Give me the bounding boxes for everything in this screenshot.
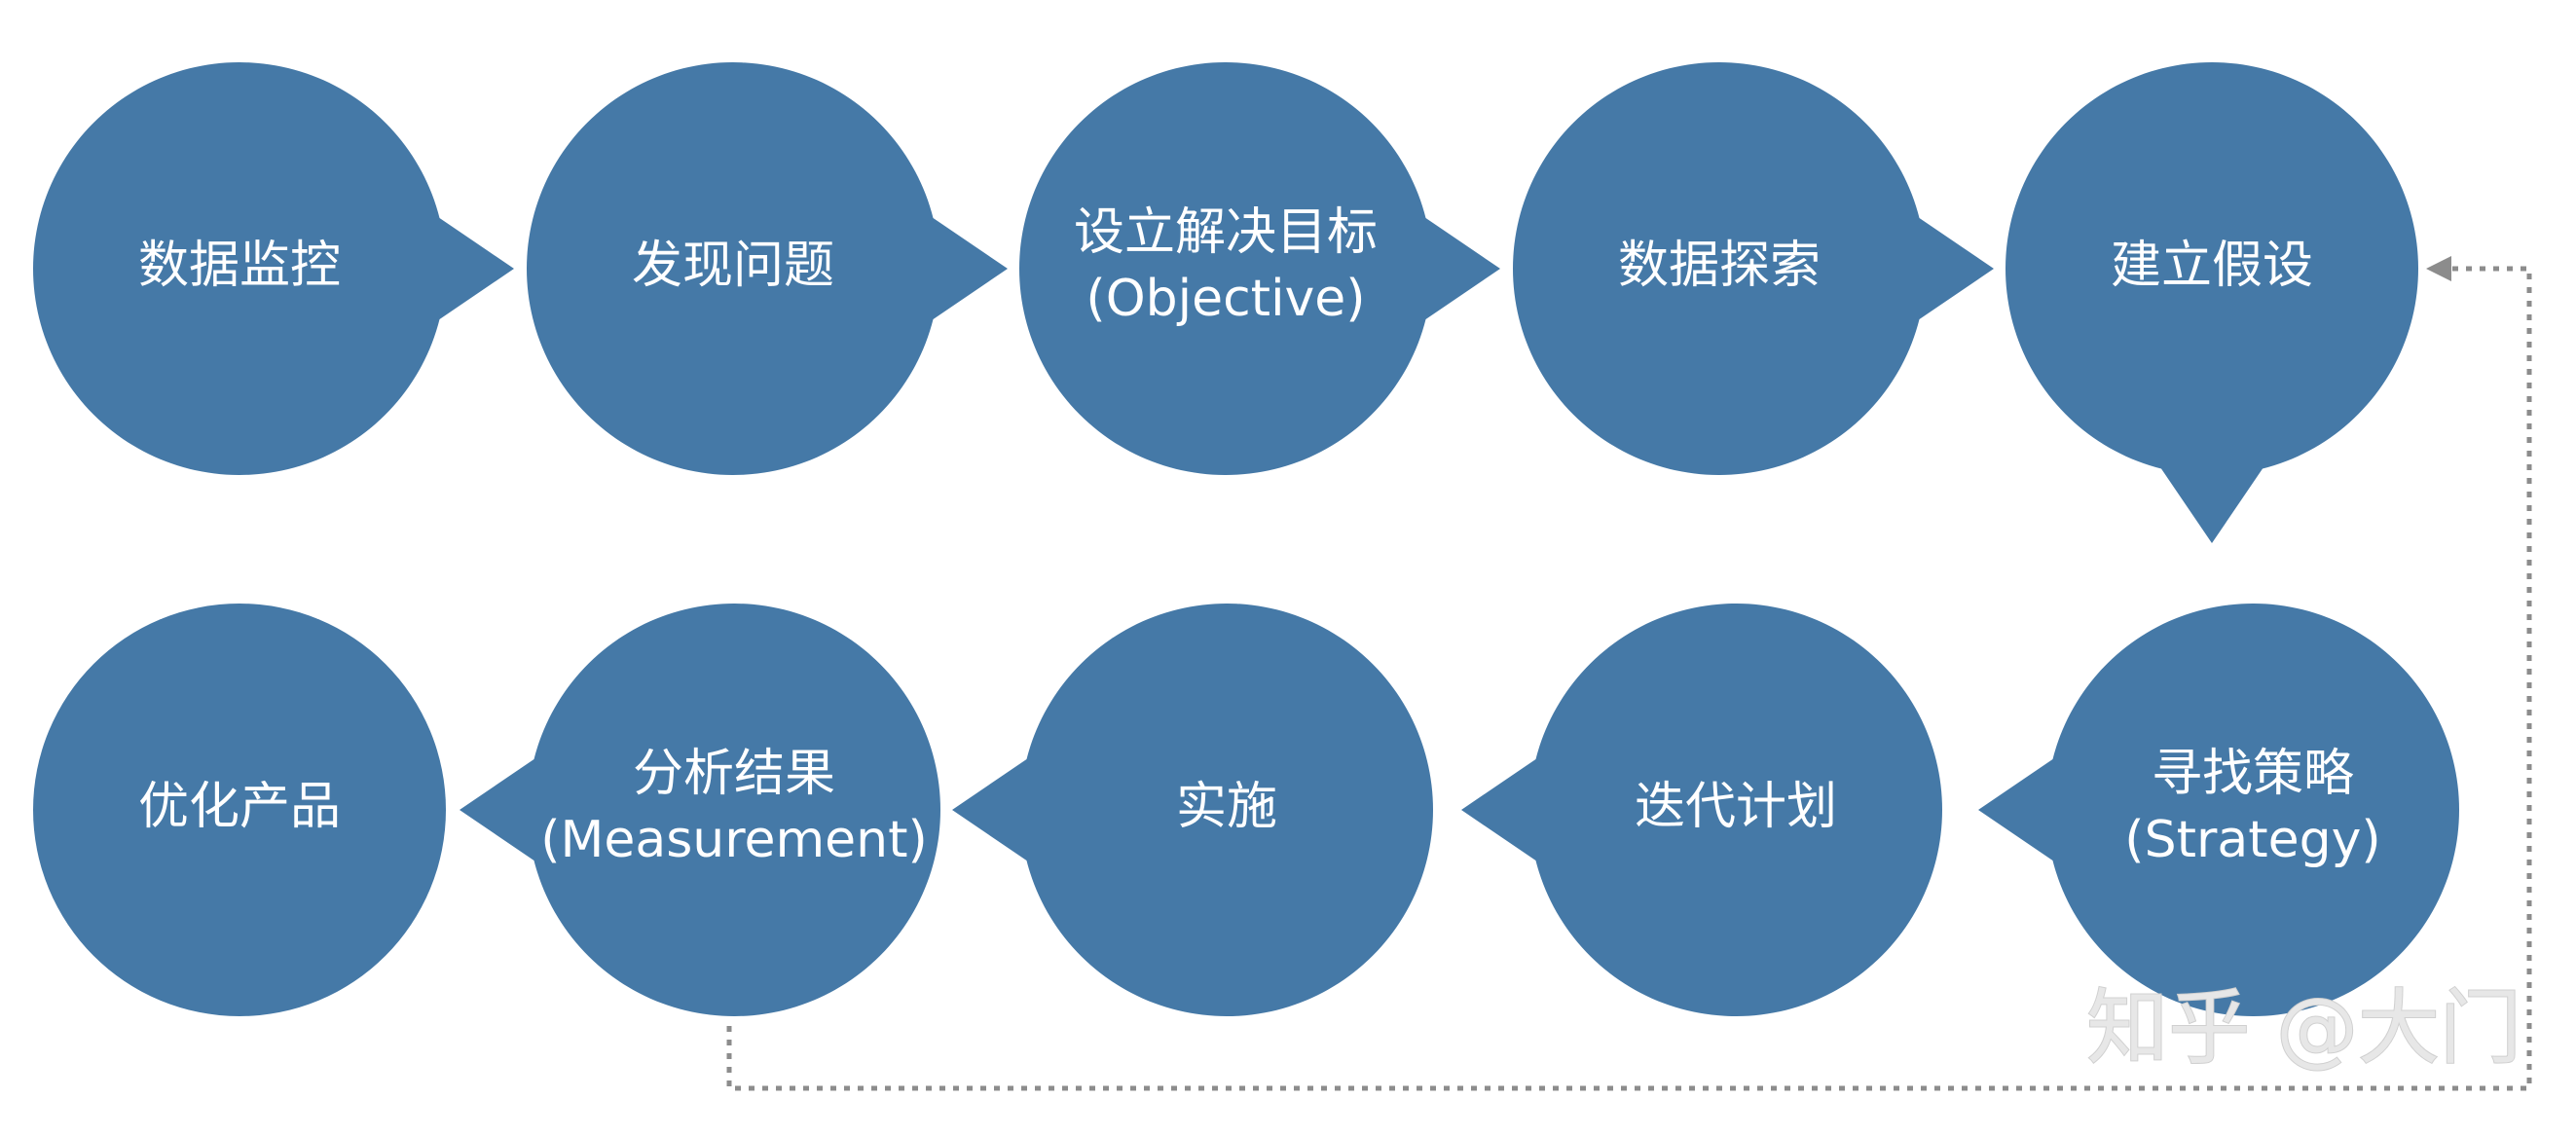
- step-label: 优化产品: [138, 778, 341, 836]
- step-bubble-shape: [460, 603, 941, 1016]
- step-bubble-shape: [33, 604, 446, 1016]
- step-bubble-6: 寻找策略 (Strategy): [1978, 603, 2460, 1016]
- step-bubble-shape: [2006, 61, 2418, 543]
- watermark: 知乎 @大门: [2086, 980, 2521, 1076]
- step-bubble-5: 建立假设: [2006, 61, 2418, 543]
- loop-arrowhead-icon: [2426, 256, 2451, 281]
- step-bubble-3: 设立解决目标 (Objective): [1019, 62, 1500, 476]
- step-bubble-shape: [1461, 603, 1943, 1016]
- step-bubble-2: 发现问题: [527, 62, 1008, 476]
- step-bubble-shape: [527, 62, 1008, 476]
- loop-connector-line: [726, 266, 2532, 1091]
- step-label: 发现问题: [632, 237, 834, 295]
- step-label: (Measurement): [540, 811, 928, 869]
- step-bubble-4: 数据探索: [1512, 62, 1994, 476]
- step-bubble-1: 数据监控: [32, 62, 514, 476]
- step-bubble-shape: [32, 62, 514, 476]
- step-label: 迭代计划: [1635, 778, 1837, 836]
- step-bubble-9: 分析结果 (Measurement): [460, 603, 941, 1016]
- step-label: 建立假设: [2111, 237, 2313, 295]
- step-label: 寻找策略: [2152, 745, 2354, 803]
- step-label: 设立解决目标: [1074, 203, 1378, 262]
- step-label: (Objective): [1086, 270, 1365, 328]
- step-bubble-shape: [952, 603, 1434, 1016]
- step-label: 数据监控: [138, 237, 341, 295]
- step-label: 数据探索: [1618, 237, 1821, 295]
- step-label: 分析结果: [633, 745, 835, 803]
- step-bubble-8: 实施: [952, 603, 1434, 1016]
- step-label: 实施: [1176, 778, 1277, 836]
- step-bubble-shape: [1019, 62, 1500, 476]
- step-bubble-10: 优化产品: [33, 604, 446, 1016]
- iteration-loop: [726, 256, 2532, 1091]
- step-bubble-shape: [1512, 62, 1994, 476]
- step-bubble-7: 迭代计划: [1461, 603, 1943, 1016]
- step-bubble-shape: [1978, 603, 2460, 1016]
- step-label: (Strategy): [2124, 811, 2380, 869]
